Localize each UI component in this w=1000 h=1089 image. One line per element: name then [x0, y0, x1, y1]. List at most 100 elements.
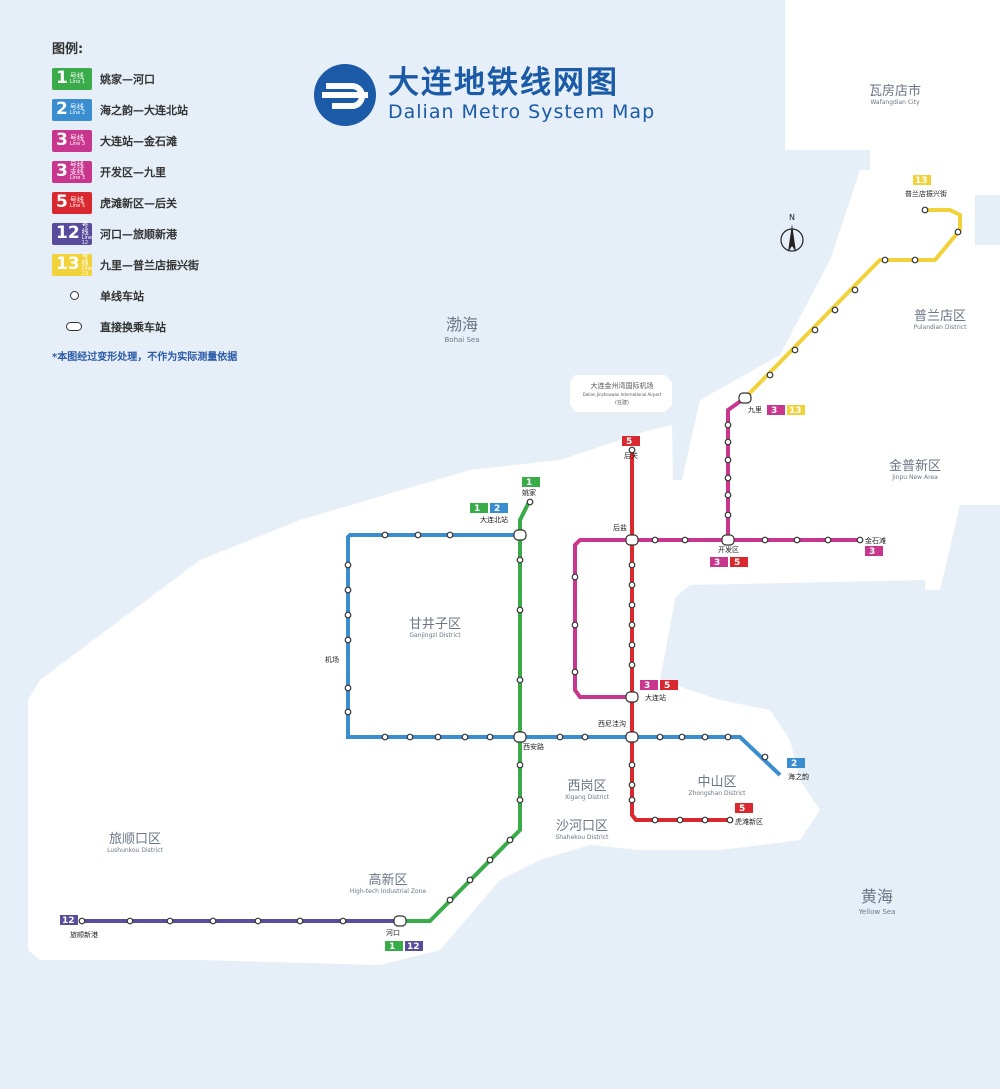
transfer-station-xian-road — [513, 731, 527, 743]
region-pulandian: 普兰店区 — [914, 309, 966, 324]
legend-title: 图例: — [52, 42, 84, 57]
legend-row-single-station: 单线车站 — [52, 280, 322, 311]
line-route: 姚家—河口 — [100, 72, 155, 86]
map-title: 大连地铁线网图 Dalian Metro System Map — [312, 62, 655, 128]
svg-text:13: 13 — [915, 176, 928, 186]
land-north — [785, 0, 1000, 195]
svg-text:1: 1 — [526, 478, 532, 488]
line-cn: 号线 — [69, 102, 84, 111]
station — [78, 917, 86, 925]
transfer-stations — [393, 392, 752, 927]
svg-text:5: 5 — [734, 558, 740, 568]
region-lushunkou-en: Lushunkou District — [107, 847, 163, 854]
svg-text:1: 1 — [389, 942, 395, 952]
line-route: 开发区—九里 — [100, 165, 166, 179]
station — [339, 917, 347, 925]
transfer-station-dalian-station — [625, 691, 639, 703]
title-english: Dalian Metro System Map — [388, 100, 656, 123]
station — [724, 491, 732, 499]
line-cn: 号线 — [69, 195, 84, 204]
line-cn: 号线 — [69, 133, 84, 142]
terminal-badges: 1 1 2 5 3 3 5 3 5 5 2 1 12 12 3 13 13 — [60, 175, 931, 952]
line-cn: 号线 支线 — [69, 161, 84, 176]
station — [571, 668, 579, 676]
svg-text:(在建): (在建) — [615, 399, 629, 406]
station — [701, 816, 709, 824]
station-label-airport: 机场 — [325, 655, 339, 664]
line-cn: 号线 — [81, 220, 89, 236]
station-label-hutan: 虎滩新区 — [735, 817, 763, 826]
region-huanghai: 黄海 — [861, 887, 893, 906]
station — [678, 733, 686, 741]
station — [446, 531, 454, 539]
svg-text:3: 3 — [714, 558, 720, 568]
station-label-dalian-station: 大连站 — [645, 693, 666, 702]
station-label-xinijiagou: 西尼洼沟 — [598, 719, 626, 728]
svg-text:3: 3 — [869, 547, 875, 557]
station — [209, 917, 217, 925]
station — [701, 733, 709, 741]
station — [254, 917, 262, 925]
station — [461, 733, 469, 741]
legend-label: 直接换乘车站 — [100, 320, 166, 334]
station — [793, 536, 801, 544]
region-pulandian-en: Pulandian District — [914, 324, 968, 331]
svg-text:1: 1 — [474, 504, 480, 514]
station-label-jiuli: 九里 — [748, 405, 762, 414]
line-number: 3 — [56, 130, 68, 150]
station — [921, 206, 929, 214]
station — [791, 346, 799, 354]
land-northeast — [638, 170, 1000, 600]
svg-text:3: 3 — [771, 406, 777, 416]
station-labels: 姚家 大连北站 机场 西安路 西尼洼沟 海之韵 河口 旅顺新港 后关 后盐 开发… — [70, 189, 947, 939]
svg-text:大连金州湾国际机场: 大连金州湾国际机场 — [591, 381, 654, 390]
line-route: 虎滩新区—后关 — [100, 196, 177, 210]
station — [628, 601, 636, 609]
svg-text:Dalian Jinzhouwan Internationa: Dalian Jinzhouwan International Airport — [583, 392, 662, 397]
region-jinpu-en: Jinpu New Area — [891, 474, 938, 481]
region-lushunkou: 旅顺口区 — [109, 832, 161, 847]
station — [651, 816, 659, 824]
line-en: Line 13 — [81, 265, 93, 277]
station — [344, 708, 352, 716]
region-huanghai-en: Yellow Sea — [858, 908, 896, 916]
station — [628, 561, 636, 569]
stations — [78, 206, 962, 925]
line-route: 九里—普兰店振兴街 — [100, 258, 199, 272]
line-13 — [743, 208, 962, 400]
line-number: 12 — [56, 223, 80, 243]
region-shahekou-en: Shahekou District — [556, 834, 610, 841]
region-gaoxin: 高新区 — [368, 872, 407, 888]
line-en: Line 2 — [69, 109, 86, 116]
station — [126, 917, 134, 925]
region-labels: 瓦房店市 Wafangdian City 普兰店区 Pulandian Dist… — [107, 83, 967, 916]
station — [466, 876, 474, 884]
line-number: 2 — [56, 99, 68, 119]
svg-text:12: 12 — [407, 942, 420, 952]
station — [486, 856, 494, 864]
line-route: 河口—旅顺新港 — [100, 227, 177, 241]
station — [676, 816, 684, 824]
region-jinpu: 金普新区 — [889, 458, 941, 474]
region-ganjingzi-en: Ganjingzi District — [409, 632, 461, 639]
dalian-metro-logo-icon — [314, 64, 376, 126]
station — [516, 761, 524, 769]
region-ganjingzi: 甘井子区 — [409, 617, 461, 632]
svg-text:2: 2 — [494, 504, 500, 514]
station-label-houguan: 后关 — [624, 451, 638, 460]
line-route: 大连站—金石滩 — [100, 134, 177, 148]
station — [681, 536, 689, 544]
station — [881, 256, 889, 264]
line-number: 13 — [56, 254, 80, 274]
station — [628, 621, 636, 629]
station — [516, 606, 524, 614]
svg-text:2: 2 — [791, 759, 797, 769]
airport-label: 大连金州湾国际机场 Dalian Jinzhouwan Internationa… — [583, 381, 662, 406]
